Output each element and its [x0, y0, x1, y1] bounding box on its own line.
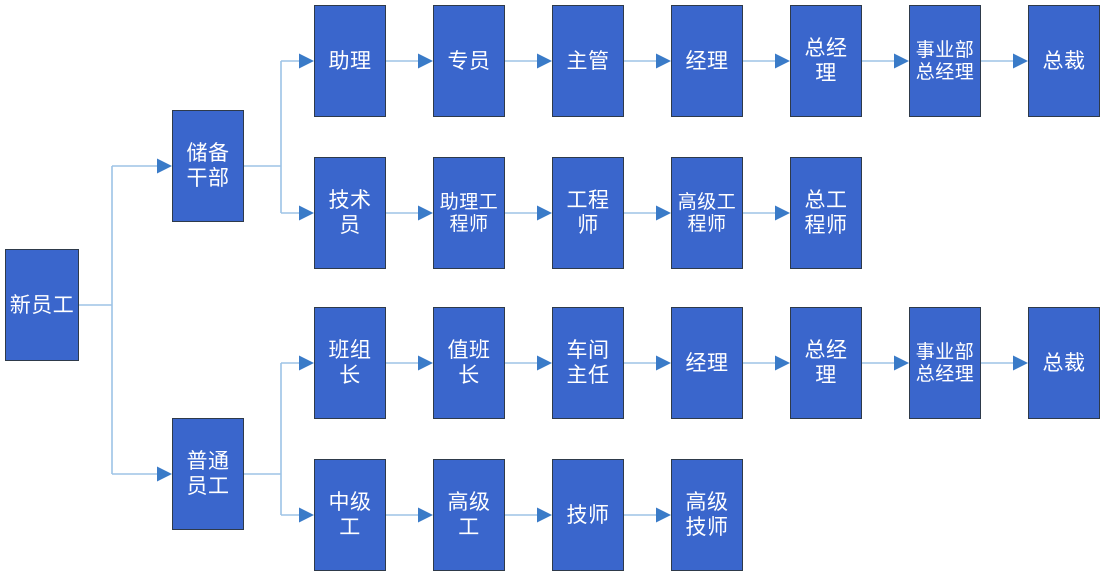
arrow-head-icon	[537, 205, 552, 221]
arrow-head-icon	[656, 205, 671, 221]
node-label: 助理	[328, 48, 372, 73]
node-technician-jr[interactable]: 技术员	[314, 157, 386, 269]
node-label: 总裁	[1042, 48, 1086, 73]
node-label: 高级工程师	[677, 190, 737, 235]
node-president-2[interactable]: 总裁	[1028, 307, 1100, 419]
node-label: 事业部总经理	[915, 340, 975, 385]
arrow-head-icon	[1013, 355, 1028, 371]
arrow-head-icon	[656, 53, 671, 69]
arrow-head-icon	[894, 355, 909, 371]
node-label: 普通员工	[186, 449, 230, 498]
arrow-head-icon	[537, 507, 552, 523]
node-label: 工程师	[566, 188, 610, 237]
node-specialist[interactable]: 专员	[433, 5, 505, 117]
node-senior-worker[interactable]: 高级工	[433, 459, 505, 571]
arrow-head-icon	[775, 355, 790, 371]
node-label: 总裁	[1042, 350, 1086, 375]
node-label: 主管	[566, 48, 610, 73]
node-label: 储备干部	[186, 141, 230, 190]
node-general-manager-2[interactable]: 总经理	[790, 307, 862, 419]
node-assistant-engineer[interactable]: 助理工程师	[433, 157, 505, 269]
node-label: 高级技师	[685, 490, 729, 539]
arrow-head-icon	[299, 205, 314, 221]
arrow-head-icon	[157, 466, 172, 482]
arrow-head-icon	[418, 53, 433, 69]
node-senior-technician[interactable]: 高级技师	[671, 459, 743, 571]
node-team-leader[interactable]: 班组长	[314, 307, 386, 419]
node-division-gm[interactable]: 事业部总经理	[909, 5, 981, 117]
node-reserve-cadre[interactable]: 储备干部	[172, 110, 244, 222]
arrow-head-icon	[894, 53, 909, 69]
arrow-head-icon	[299, 53, 314, 69]
node-manager[interactable]: 经理	[671, 5, 743, 117]
node-label: 总工程师	[804, 188, 848, 237]
node-label: 中级工	[328, 490, 372, 539]
node-label: 事业部总经理	[915, 38, 975, 83]
node-label: 专员	[447, 48, 491, 73]
node-label: 高级工	[447, 490, 491, 539]
arrow-head-icon	[299, 355, 314, 371]
node-label: 总经理	[804, 338, 848, 387]
node-division-gm-2[interactable]: 事业部总经理	[909, 307, 981, 419]
node-supervisor[interactable]: 主管	[552, 5, 624, 117]
arrow-head-icon	[537, 53, 552, 69]
arrow-head-icon	[299, 507, 314, 523]
node-president[interactable]: 总裁	[1028, 5, 1100, 117]
node-label: 技师	[566, 502, 610, 527]
node-label: 值班长	[447, 338, 491, 387]
node-general-manager[interactable]: 总经理	[790, 5, 862, 117]
node-label: 经理	[685, 48, 729, 73]
arrow-head-icon	[775, 205, 790, 221]
node-label: 新员工	[9, 292, 75, 317]
arrow-head-icon	[157, 158, 172, 174]
node-regular-staff[interactable]: 普通员工	[172, 418, 244, 530]
arrow-head-icon	[775, 53, 790, 69]
node-chief-engineer[interactable]: 总工程师	[790, 157, 862, 269]
arrow-head-icon	[1013, 53, 1028, 69]
arrow-head-icon	[418, 507, 433, 523]
node-intermediate-worker[interactable]: 中级工	[314, 459, 386, 571]
node-label: 班组长	[328, 338, 372, 387]
node-label: 助理工程师	[439, 190, 499, 235]
node-assistant[interactable]: 助理	[314, 5, 386, 117]
node-label: 车间主任	[566, 338, 610, 387]
arrow-head-icon	[418, 355, 433, 371]
arrow-head-icon	[656, 355, 671, 371]
node-workshop-director[interactable]: 车间主任	[552, 307, 624, 419]
node-label: 总经理	[804, 36, 848, 85]
arrow-head-icon	[656, 507, 671, 523]
arrow-head-icon	[418, 205, 433, 221]
arrow-head-icon	[537, 355, 552, 371]
node-shift-leader[interactable]: 值班长	[433, 307, 505, 419]
node-new-employee[interactable]: 新员工	[5, 249, 79, 361]
node-label: 技术员	[328, 188, 372, 237]
node-senior-engineer[interactable]: 高级工程师	[671, 157, 743, 269]
node-manager-2[interactable]: 经理	[671, 307, 743, 419]
node-technician[interactable]: 技师	[552, 459, 624, 571]
node-engineer[interactable]: 工程师	[552, 157, 624, 269]
node-label: 经理	[685, 350, 729, 375]
